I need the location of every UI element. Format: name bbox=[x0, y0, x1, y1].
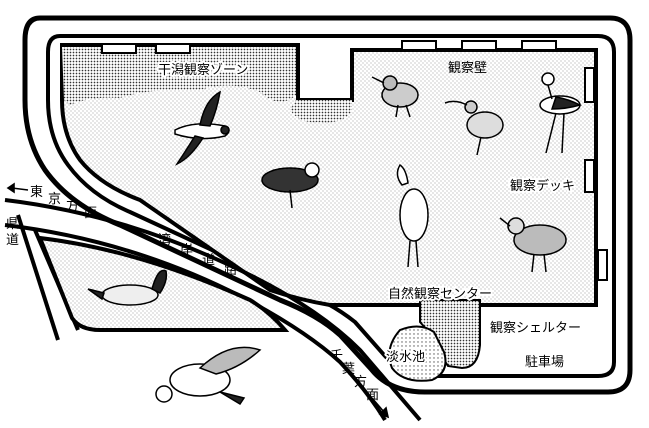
road-labels: 東京方面県道 湾岸道路千葉方面 bbox=[6, 184, 379, 403]
stilt-icon bbox=[539, 72, 583, 154]
gull-flying-icon bbox=[174, 90, 230, 166]
tidal-flat-zone-label: 干潟観察ゾーン bbox=[158, 63, 248, 78]
road-label-to-tokyo: 東京方面 bbox=[30, 184, 97, 221]
nature-center-label: 自然観察センター bbox=[388, 286, 492, 302]
plover-icon bbox=[261, 162, 320, 209]
dunlin-icon bbox=[499, 217, 567, 273]
observation-deck-label: 観察デッキ bbox=[510, 178, 575, 194]
gull-landing-icon bbox=[155, 346, 262, 406]
observation-area bbox=[60, 43, 598, 307]
sandpiper-icon bbox=[371, 75, 419, 118]
pintail-duck-icon bbox=[87, 269, 168, 306]
freshwater-pond bbox=[388, 325, 447, 382]
freshwater-pond-label: 淡水池 bbox=[386, 350, 425, 365]
road-label-prefectural-road: 県道 bbox=[6, 217, 19, 248]
curlew-icon bbox=[444, 100, 504, 156]
tidal-flat-zone bbox=[62, 47, 296, 105]
observation-shelter-label: 観察シェルター bbox=[490, 321, 581, 336]
road-label-to-chiba: 千葉方面 bbox=[330, 349, 379, 403]
egret-icon bbox=[396, 163, 429, 268]
tidal-flat-lower bbox=[290, 100, 352, 123]
road-label-bayshore-road: 湾岸道路 bbox=[158, 232, 237, 278]
parking-label: 駐車場 bbox=[525, 355, 564, 370]
observation-wall-slots bbox=[101, 40, 608, 281]
road-arrows bbox=[6, 182, 390, 419]
observation-wall-label: 観察壁 bbox=[448, 61, 487, 76]
